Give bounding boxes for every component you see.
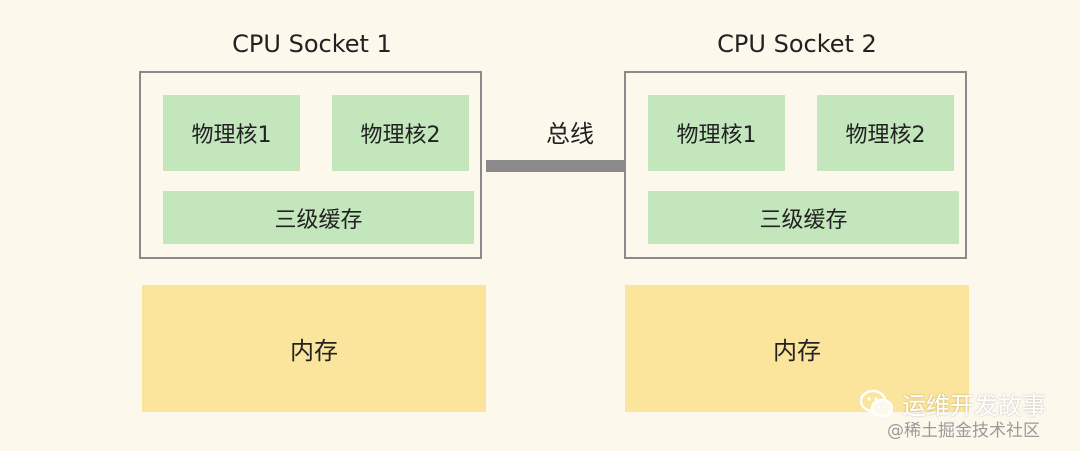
watermark-account: 运维开发故事 <box>902 392 1046 420</box>
wechat-icon <box>860 389 894 417</box>
socket-1-l3-cache: 三级缓存 <box>163 191 474 244</box>
cpu-socket-2: 物理核1 物理核2 三级缓存 <box>624 71 967 259</box>
watermark-community: @稀土掘金技术社区 <box>887 421 1040 441</box>
socket-1-core-2: 物理核2 <box>332 95 469 171</box>
bus-connector <box>486 160 626 172</box>
socket-2-core-1: 物理核1 <box>648 95 785 171</box>
bus-label: 总线 <box>546 120 594 148</box>
watermark: 运维开发故事 <box>860 386 1046 421</box>
cpu-socket-1: 物理核1 物理核2 三级缓存 <box>139 71 482 259</box>
socket-2-label: CPU Socket 2 <box>717 30 877 58</box>
socket-2-memory: 内存 <box>625 285 969 412</box>
socket-2-core-2: 物理核2 <box>817 95 954 171</box>
socket-1-core-1: 物理核1 <box>163 95 300 171</box>
socket-2-l3-cache: 三级缓存 <box>648 191 959 244</box>
socket-1-memory: 内存 <box>142 285 486 412</box>
socket-1-label: CPU Socket 1 <box>232 30 392 58</box>
